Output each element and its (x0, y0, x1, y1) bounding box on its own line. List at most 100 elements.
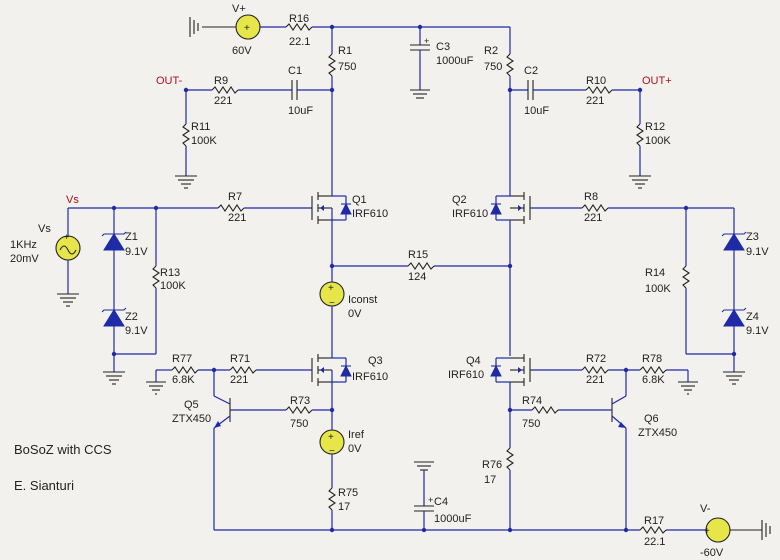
q6-name: Q6 (644, 413, 659, 425)
r7-name: R7 (228, 191, 242, 203)
svg-text:−: − (329, 446, 335, 457)
r7-resistor (217, 204, 245, 212)
r74-value: 750 (522, 418, 540, 430)
z1-name: Z1 (125, 231, 138, 243)
q4-mosfet (490, 354, 531, 386)
r12-name: R12 (645, 121, 665, 133)
r10-resistor (585, 86, 613, 94)
r75-value: 17 (338, 501, 350, 513)
r9-name: R9 (214, 75, 228, 87)
r1-resistor (328, 53, 336, 77)
ground-r11 (175, 175, 197, 189)
r76-resistor (506, 447, 514, 471)
r8-name: R8 (584, 191, 598, 203)
svg-text:+: + (328, 283, 334, 294)
iconst-value: 0V (348, 308, 362, 320)
ground-z4 (723, 371, 745, 385)
r8-value: 221 (584, 212, 602, 224)
c4-value: 1000uF (434, 513, 472, 525)
z4-value: 9.1V (746, 325, 769, 337)
svg-text:+: + (328, 432, 334, 443)
r72-value: 221 (586, 374, 604, 386)
out-plus-label: OUT+ (642, 75, 672, 87)
r16-value: 22.1 (289, 36, 310, 48)
c2-value: 10uF (524, 105, 549, 117)
r15-resistor (407, 262, 435, 270)
c3-capacitor: + (410, 27, 430, 99)
r76-value: 17 (484, 474, 496, 486)
r13-name: R13 (160, 267, 180, 279)
ground-r78 (678, 381, 698, 395)
q6-bjt (558, 395, 627, 429)
z1-zener (103, 233, 125, 251)
r74-name: R74 (522, 395, 542, 407)
r75-name: R75 (338, 487, 358, 499)
r10-value: 221 (586, 95, 604, 107)
iconst-name: Iconst (348, 294, 377, 306)
q3-mosfet (311, 354, 352, 386)
author-note: E. Sianturi (14, 478, 74, 493)
z3-name: Z3 (746, 231, 759, 243)
c3-value: 1000uF (436, 55, 474, 67)
r75-resistor (328, 487, 336, 511)
vminus-value: -60V (700, 547, 724, 559)
vs-signal-source: + (55, 232, 81, 261)
ground-r12 (629, 175, 651, 189)
r13-resistor (152, 265, 160, 289)
c1-name: C1 (288, 65, 302, 77)
vs-net-label: Vs (66, 194, 79, 206)
iconst-source: + − (319, 281, 345, 309)
r17-name: R17 (644, 515, 664, 527)
c1-value: 10uF (288, 105, 313, 117)
iref-name: Iref (348, 429, 365, 441)
r14-name: R14 (645, 267, 665, 279)
vminus-name: V- (700, 503, 711, 515)
r2-value: 750 (484, 61, 502, 73)
z1-value: 9.1V (125, 246, 148, 258)
iref-source: + − (319, 429, 345, 457)
r9-resistor (211, 86, 239, 94)
c4-capacitor: + (414, 461, 434, 530)
r1-value: 750 (338, 61, 356, 73)
q5-value: ZTX450 (172, 413, 211, 425)
vplus-source: + (189, 14, 286, 40)
svg-text:+: + (704, 526, 710, 537)
q3-name: Q3 (368, 355, 383, 367)
c3-name: C3 (436, 41, 450, 53)
svg-text:+: + (424, 36, 429, 46)
q2-name: Q2 (452, 194, 467, 206)
q5-bjt (213, 395, 286, 429)
r71-name: R71 (230, 353, 250, 365)
z4-name: Z4 (746, 311, 759, 323)
r72-name: R72 (586, 353, 606, 365)
r73-value: 750 (290, 418, 308, 430)
r77-resistor (171, 366, 199, 374)
vplus-value: 60V (232, 45, 252, 57)
r71-resistor (229, 366, 257, 374)
r74-resistor (531, 406, 559, 414)
title-note: BoSoZ with CCS (14, 442, 112, 457)
r7-value: 221 (228, 212, 246, 224)
r77-value: 6.8K (172, 374, 195, 386)
svg-text:+: + (244, 23, 250, 34)
r77-name: R77 (172, 353, 192, 365)
r14-value: 100K (645, 283, 671, 295)
ground-vs (57, 293, 79, 307)
q1-name: Q1 (352, 194, 367, 206)
r11-name: R11 (191, 121, 210, 133)
r11-value: 100K (191, 135, 217, 147)
r13-value: 100K (160, 280, 186, 292)
vs-name: Vs (38, 223, 51, 235)
q2-mosfet (490, 190, 531, 224)
svg-text:−: − (329, 298, 335, 309)
svg-text:+: + (428, 495, 433, 505)
r14-resistor (682, 265, 690, 289)
vminus-source: + (704, 517, 771, 543)
r8-resistor (581, 204, 609, 212)
r16-name: R16 (289, 13, 309, 25)
r2-resistor (506, 53, 514, 77)
r17-resistor (639, 526, 667, 534)
z2-value: 9.1V (125, 325, 148, 337)
z3-zener (723, 233, 745, 251)
